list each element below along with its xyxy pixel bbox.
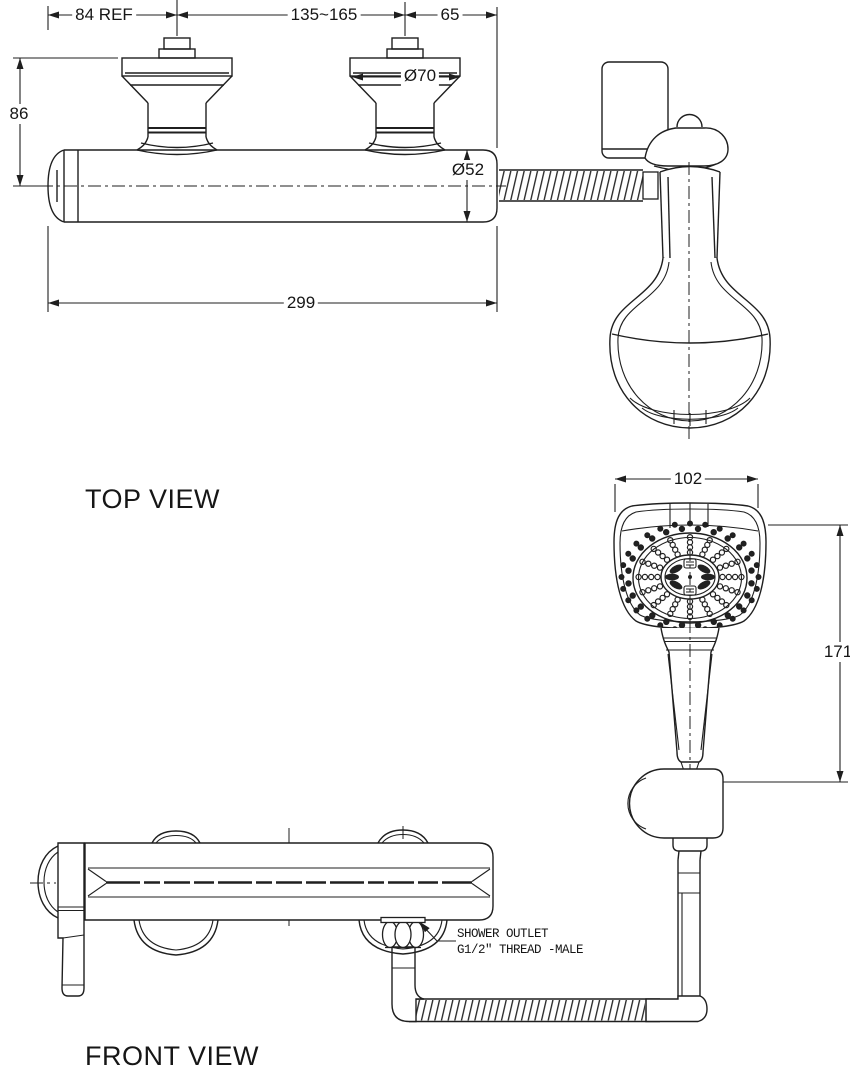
top-view-mixer-body bbox=[40, 149, 506, 223]
front-view-title: FRONT VIEW bbox=[85, 1041, 260, 1071]
bottom-hose bbox=[391, 946, 708, 1023]
shower-outlet-annotation: SHOWER OUTLET G1/2" THREAD -MALE bbox=[457, 926, 584, 958]
hand-shower-side-view bbox=[601, 61, 771, 440]
dim-52-label: Ø52 bbox=[448, 160, 488, 180]
top-view-left-knob bbox=[121, 37, 233, 156]
top-view-title: TOP VIEW bbox=[85, 484, 221, 514]
dim-84ref-label: 84 REF bbox=[72, 5, 136, 25]
dim-86-label: 86 bbox=[6, 104, 32, 124]
shower-outlet-nut bbox=[380, 916, 426, 949]
hand-shower-front-view bbox=[613, 502, 767, 772]
shower-outlet-annotation-line1: SHOWER OUTLET bbox=[457, 927, 549, 941]
arrowheads-top-view bbox=[16, 11, 497, 307]
dim-handle-spacing-label: 135~165 bbox=[287, 5, 361, 25]
shower-outlet-annotation-line2: G1/2" THREAD -MALE bbox=[457, 943, 584, 957]
dim-102-label: 102 bbox=[670, 469, 706, 489]
top-view-hose bbox=[499, 169, 659, 202]
dim-299-label: 299 bbox=[283, 293, 319, 313]
holder-front-view bbox=[627, 768, 724, 999]
top-view-right-knob bbox=[349, 37, 461, 156]
outlet-leader bbox=[420, 922, 456, 942]
dim-65-label: 65 bbox=[437, 5, 463, 25]
dim-70-label: Ø70 bbox=[400, 66, 440, 86]
front-view-mixer bbox=[30, 826, 494, 997]
top-view-dimensions bbox=[13, 0, 498, 312]
nozzle-dots bbox=[618, 520, 762, 629]
dim-171-label: 171 bbox=[820, 642, 850, 662]
